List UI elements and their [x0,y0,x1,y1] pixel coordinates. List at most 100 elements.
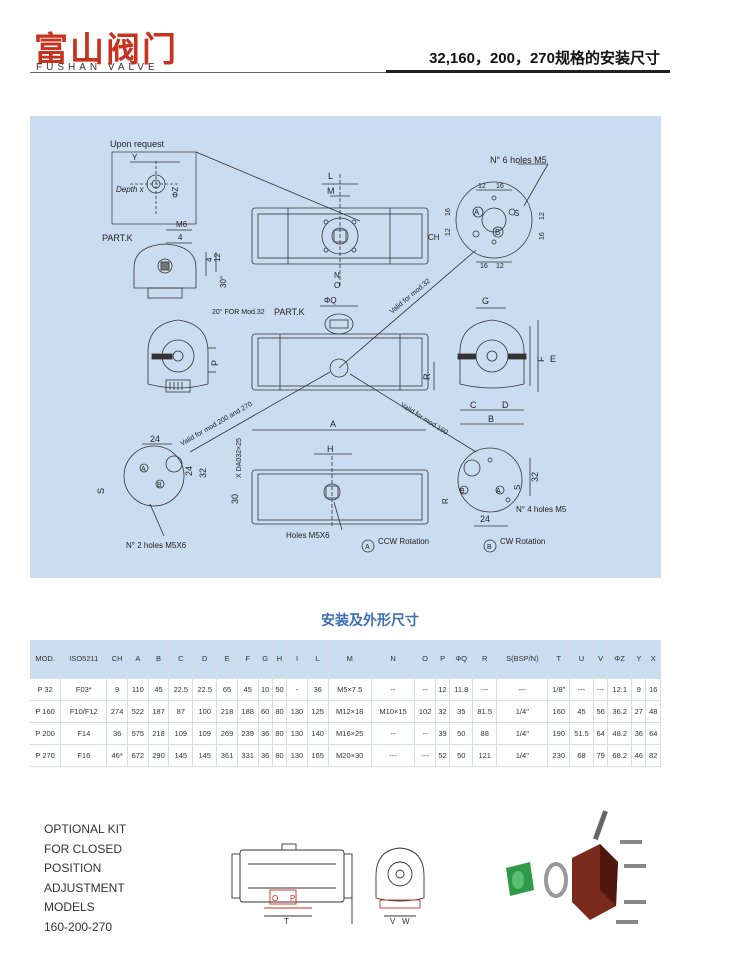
flange-top-right: N° 6 holes M5 A B S 12 16 16 12 16 12 12… [445,155,549,270]
table-header-cell: H [272,640,288,679]
header-rule [30,72,670,73]
table-cell: 50 [449,722,474,745]
flange-bottom-left: A B 24 24 32 S N° 2 holes M5X6 [96,434,208,550]
flange-bottom-right: B A R S 32 24 N° 4 holes M5 [441,447,567,527]
valid-32-label: Valid for mod.32 [389,278,432,316]
dim-12-vertical: 12 [213,253,222,262]
table-header-cell: G [258,640,273,679]
table-cell: 65 [216,678,238,701]
table-cell: 140 [307,722,329,745]
table-cell: 1/4" [496,700,549,723]
kit-line: OPTIONAL KIT [44,822,127,836]
table-header-cell: N [371,640,416,679]
dim-30: 30 [230,494,240,504]
table-cell: 109 [168,722,194,745]
table-cell: 36 [258,744,273,767]
table-cell: 87 [168,700,194,723]
table-cell: 79 [593,744,609,767]
table-header-cell: ΦQ [449,640,474,679]
dim-h-label: H [327,444,334,454]
table-cell: 88 [472,722,498,745]
table-cell: 52 [435,744,451,767]
actuator-bottom-view: A H 30 X DA032×25 Holes M5X6 [230,419,429,540]
table-header-cell: ΦZ [607,640,633,679]
dim-l-label: L [328,171,333,181]
dim-32b: 32 [530,472,540,482]
actuator-side-right: G F E C D B [457,296,556,425]
dim-b-label: B [488,414,494,424]
kit-parts-illustration [506,810,646,924]
dim-16c: 16 [445,208,452,216]
holes-6-m5-label: N° 6 holes M5 [490,155,547,165]
table-header-cell: MOD. [30,640,62,679]
table-cell: 239 [237,722,259,745]
table-header-cell: D [192,640,218,679]
holes-4-m5-label: N° 4 holes M5 [516,505,567,514]
table-cell: 109 [192,722,218,745]
table-cell: M16×25 [328,722,372,745]
dim-12a: 12 [478,183,486,190]
table-header-cell: T [547,640,571,679]
table-header-cell: V [593,640,609,679]
depth-x-label: Depth x [116,185,145,194]
table-cell: 187 [148,700,170,723]
table-cell: --- [371,744,416,767]
actuator-top-view: L M CH N O [251,171,440,290]
dim-32a: 32 [198,468,208,478]
phi-z-label: ΦZ [171,187,180,198]
table-header-cell: R [472,640,498,679]
dim-12d: 12 [539,212,546,220]
table-cell: 82 [645,744,661,767]
ccw-marker: A [365,544,370,551]
part-k-detail-top: PART.K M6 4 4 12 30° [102,220,228,299]
dim-c-label: C [470,400,477,410]
table-cell: -- [371,722,416,745]
kit-line: ADJUSTMENT [44,880,125,895]
table-cell: 39 [435,722,451,745]
dim-16b: 16 [480,263,488,270]
table-cell: 81.5 [472,700,498,723]
table-cell: 22.5 [192,678,218,701]
optional-kit-drawings: O P T V W [231,810,646,926]
dim-o-label: O [334,281,340,290]
part-k-label: PART.K [102,233,133,243]
table-cell: F16 [60,744,108,767]
flange-br-b: B [460,488,465,495]
table-cell: 130 [286,722,308,745]
brand-logo-cn: 富山阀门 [34,30,178,70]
table-cell: 9 [631,678,647,701]
table-cell: F10/F12 [60,700,108,723]
table-cell: 80 [272,722,288,745]
table-cell: -- [371,678,416,701]
table-cell: 102 [414,700,436,723]
holes-2-m5x6-label: N° 2 holes M5X6 [126,541,187,550]
table-cell: 121 [472,744,498,767]
port-s-br: S [513,485,522,490]
table-cell: 56 [593,700,609,723]
table-cell: -- [414,678,436,701]
dim-g-label: G [482,296,489,306]
kit-p-label: P [290,894,295,903]
table-cell: - [286,678,308,701]
table-cell: M20×30 [328,744,372,767]
table-cell: --- [414,744,436,767]
table-cell: 45 [237,678,259,701]
table-header-cell: I [286,640,308,679]
m6-label: M6 [176,220,188,229]
table-cell: 1/8" [547,678,571,701]
table-cell: 51.5 [569,722,594,745]
actuator-side-left: P [147,319,220,393]
table-cell: 36 [258,722,273,745]
table-cell: M5×7.5 [328,678,372,701]
dim-r-label: R [422,373,432,380]
table-cell: M10×15 [371,700,416,723]
table-cell: 80 [272,700,288,723]
table-cell: 522 [127,700,149,723]
port-a-label: A [474,208,480,217]
table-cell: 80 [272,744,288,767]
table-cell: 230 [547,744,571,767]
kit-v-label: V [390,917,396,926]
